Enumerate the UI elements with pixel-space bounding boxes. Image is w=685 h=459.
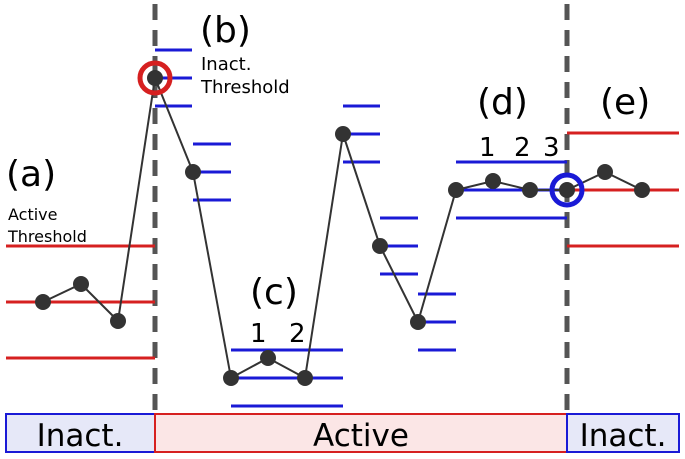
point-13 — [485, 173, 501, 189]
point-4 — [147, 70, 163, 86]
signal-line — [42, 74, 643, 380]
point-2 — [73, 276, 89, 292]
label-a: (a) — [6, 154, 56, 195]
label-b: (b) — [200, 10, 251, 51]
deactivation-ring — [549, 172, 585, 208]
label-inact-threshold-2: Threshold — [200, 77, 290, 98]
label-c-index-1: 1 — [250, 319, 267, 349]
point-8 — [297, 370, 313, 386]
state-label-inact-right: Inact. — [580, 418, 667, 454]
label-d-index-3: 3 — [543, 133, 560, 163]
point-5 — [185, 164, 201, 180]
point-1 — [35, 294, 51, 310]
point-3 — [110, 313, 126, 329]
point-7 — [260, 350, 276, 366]
label-active-threshold-1: Active — [8, 205, 58, 224]
label-inact-threshold-1: Inact. — [201, 54, 251, 75]
point-6 — [223, 370, 239, 386]
point-12 — [448, 182, 464, 198]
point-16 — [597, 164, 613, 180]
label-d-index-1: 1 — [479, 133, 496, 163]
label-e: (e) — [600, 82, 650, 123]
state-label-inact-left: Inact. — [37, 418, 124, 454]
point-14 — [522, 182, 538, 198]
point-17 — [634, 182, 650, 198]
point-11 — [410, 314, 426, 330]
state-box-active — [154, 413, 568, 453]
label-d-index-2: 2 — [514, 133, 531, 163]
label-c: (c) — [250, 272, 298, 313]
state-label-active: Active — [313, 418, 409, 454]
point-10 — [372, 238, 388, 254]
label-active-threshold-2: Threshold — [7, 227, 87, 246]
point-15 — [559, 182, 575, 198]
state-box-inact-left — [5, 413, 156, 453]
blue-ticks — [155, 48, 567, 408]
signal-points — [35, 70, 650, 386]
point-9 — [335, 126, 351, 142]
label-c-index-2: 2 — [289, 319, 306, 349]
label-d: (d) — [477, 82, 528, 123]
activation-ring — [137, 60, 173, 96]
state-box-inact-right — [566, 413, 680, 453]
